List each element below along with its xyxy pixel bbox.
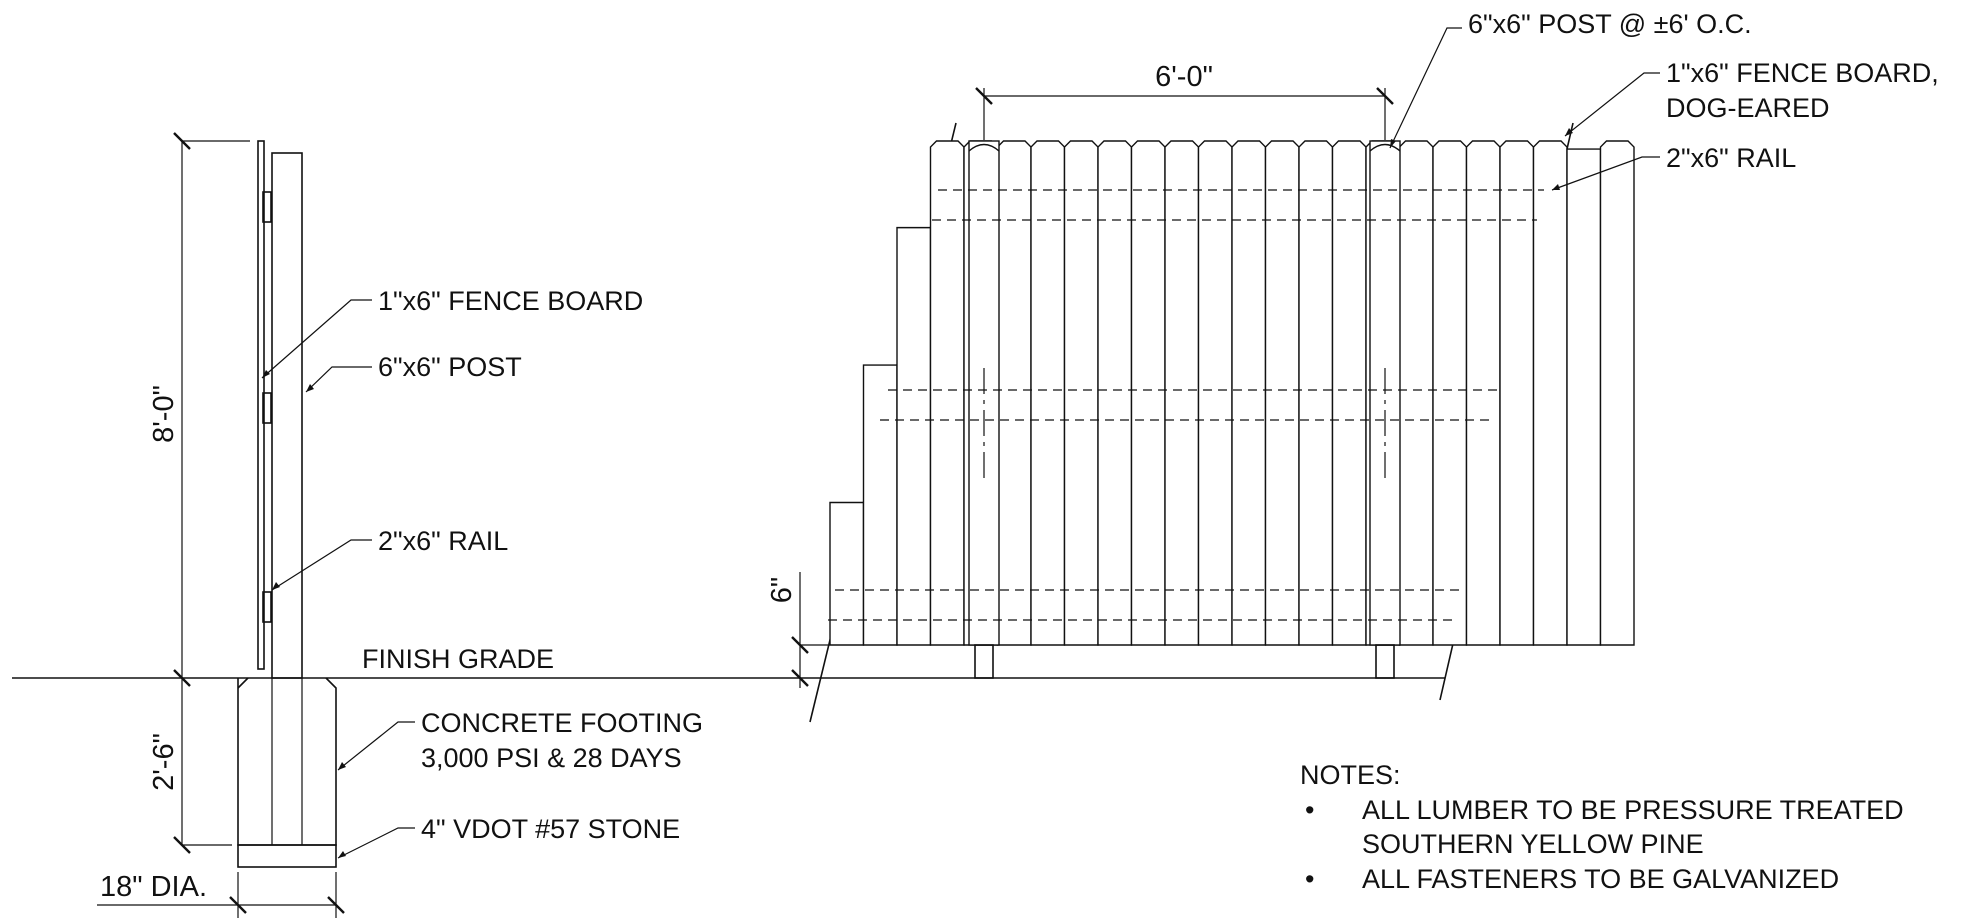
footing-label: CONCRETE FOOTING xyxy=(421,708,703,738)
concrete-footing xyxy=(237,677,337,846)
rail-section-bottom xyxy=(262,591,272,623)
fence-board xyxy=(1063,140,1099,646)
note-item: ALL FASTENERS TO BE GALVANIZED xyxy=(1362,864,1839,894)
fence-board xyxy=(1197,140,1233,646)
fence-board xyxy=(1599,140,1635,646)
span-dimension-text: 6'-0" xyxy=(1155,61,1213,93)
fence-board xyxy=(1030,140,1066,646)
rails-hidden xyxy=(828,189,1544,621)
post-spacing-label: 6"x6" POST @ ±6' O.C. xyxy=(1468,9,1752,39)
fence-board-label: 1"x6" FENCE BOARD xyxy=(378,286,643,316)
stone-leader xyxy=(337,827,415,859)
fence-board xyxy=(1231,140,1267,646)
fence-board xyxy=(896,226,932,646)
fence-board xyxy=(1465,140,1501,646)
note-bullet: • xyxy=(1305,864,1314,894)
note-item: ALL LUMBER TO BE PRESSURE TREATED xyxy=(1362,795,1904,825)
board-label: 1"x6" FENCE BOARD, xyxy=(1666,58,1939,88)
post-right-elevation xyxy=(1369,140,1401,679)
stone-label: 4" VDOT #57 STONE xyxy=(421,814,680,844)
clearance-dimension-text: 6" xyxy=(766,577,798,603)
fence-board xyxy=(829,501,865,646)
fence-board xyxy=(1499,140,1535,646)
fence-board xyxy=(1331,140,1367,646)
fence-board xyxy=(1532,140,1568,646)
rail-section-top xyxy=(262,191,272,223)
finish-grade-label: FINISH GRADE xyxy=(362,644,554,674)
post-section xyxy=(271,152,303,679)
fence-board xyxy=(996,140,1032,646)
fence-board-leader xyxy=(261,299,372,379)
fence-board xyxy=(1130,140,1166,646)
notes-block: NOTES: • ALL LUMBER TO BE PRESSURE TREAT… xyxy=(1300,760,1904,894)
fence-board xyxy=(1566,148,1602,646)
fence-board-section xyxy=(257,140,265,670)
fence-board xyxy=(1432,140,1468,646)
fence-board xyxy=(1398,140,1434,646)
fence-board xyxy=(1264,140,1300,646)
footing-leader xyxy=(337,721,415,771)
fence-board xyxy=(1164,140,1200,646)
board-label-dog-eared: DOG-EARED xyxy=(1666,93,1830,123)
fence-section-view: 8'-0" 2'-6" 18" DIA. 1"x6" FENCE BOARD 6… xyxy=(97,132,703,918)
rail-section-mid xyxy=(262,392,272,424)
fence-elevation-view: 6'-0" 6" 6"x6" POST @ ±6' O.C. 1"x6" FEN… xyxy=(766,9,1939,723)
rail-leader xyxy=(271,539,372,591)
footing-strength-label: 3,000 PSI & 28 DAYS xyxy=(421,743,682,773)
rail-leader-elevation xyxy=(1551,156,1660,191)
post-label: 6"x6" POST xyxy=(378,352,522,382)
note-item-continued: SOUTHERN YELLOW PINE xyxy=(1362,829,1704,859)
board-leader xyxy=(1564,72,1660,137)
fence-board xyxy=(1097,140,1133,646)
diameter-dimension-text: 18" DIA. xyxy=(100,871,207,903)
post-leader xyxy=(305,366,372,393)
rail-label: 2"x6" RAIL xyxy=(378,526,508,556)
height-dimension-text: 8'-0" xyxy=(148,385,180,443)
note-bullet: • xyxy=(1305,795,1314,825)
fence-board xyxy=(862,364,898,646)
post-spacing-leader xyxy=(1389,27,1462,149)
notes-title: NOTES: xyxy=(1300,760,1401,790)
embed-dimension-text: 2'-6" xyxy=(148,733,180,791)
rail-label-elevation: 2"x6" RAIL xyxy=(1666,143,1796,173)
fence-board xyxy=(1298,140,1334,646)
post-left-elevation xyxy=(968,140,1000,679)
stone-base xyxy=(237,844,337,868)
fence-boards xyxy=(829,140,1635,646)
fence-board xyxy=(929,140,965,646)
